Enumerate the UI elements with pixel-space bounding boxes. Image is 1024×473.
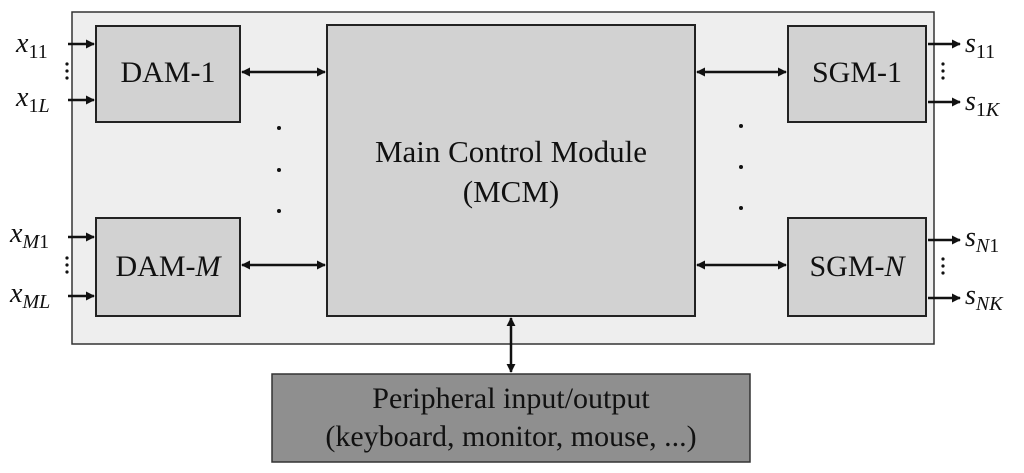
- input-label-x11: x11: [15, 28, 48, 63]
- sgm-ellipsis: [739, 124, 743, 210]
- dam-m-label: DAM-M: [116, 250, 223, 283]
- dam-1-label: DAM-1: [121, 56, 216, 89]
- sgm-n-block: SGM-N: [787, 217, 927, 317]
- input-bottom-ellipsis: [65, 256, 69, 274]
- input-top-ellipsis: [65, 62, 69, 80]
- dam-m-block: DAM-M: [95, 217, 241, 317]
- sgm-1-label: SGM-1: [812, 56, 902, 89]
- dam-ellipsis: [277, 126, 281, 213]
- output-label-s1K: s1K: [965, 86, 1001, 121]
- output-top-ellipsis: [941, 62, 945, 80]
- input-label-xML: xML: [9, 278, 50, 313]
- output-label-sNK: sNK: [965, 280, 1004, 315]
- peripheral-label-line2: (keyboard, monitor, mouse, ...): [325, 420, 696, 453]
- peripheral-label-line1: Peripheral input/output: [372, 382, 650, 415]
- output-label-s11: s11: [965, 28, 995, 63]
- sgm-n-label: SGM-N: [809, 250, 906, 283]
- sgm-1-block: SGM-1: [787, 25, 927, 123]
- dam-1-block: DAM-1: [95, 25, 241, 123]
- mcm-block: Main Control Module (MCM): [326, 24, 696, 317]
- mcm-label-line2: (MCM): [463, 174, 559, 209]
- peripheral-block: Peripheral input/output (keyboard, monit…: [271, 373, 751, 463]
- output-bottom-ellipsis: [941, 257, 945, 275]
- output-label-sN1: sN1: [965, 222, 999, 257]
- mcm-label-line1: Main Control Module: [375, 134, 647, 169]
- input-label-xM1: xM1: [9, 218, 49, 253]
- input-label-x1L: x1L: [15, 82, 50, 117]
